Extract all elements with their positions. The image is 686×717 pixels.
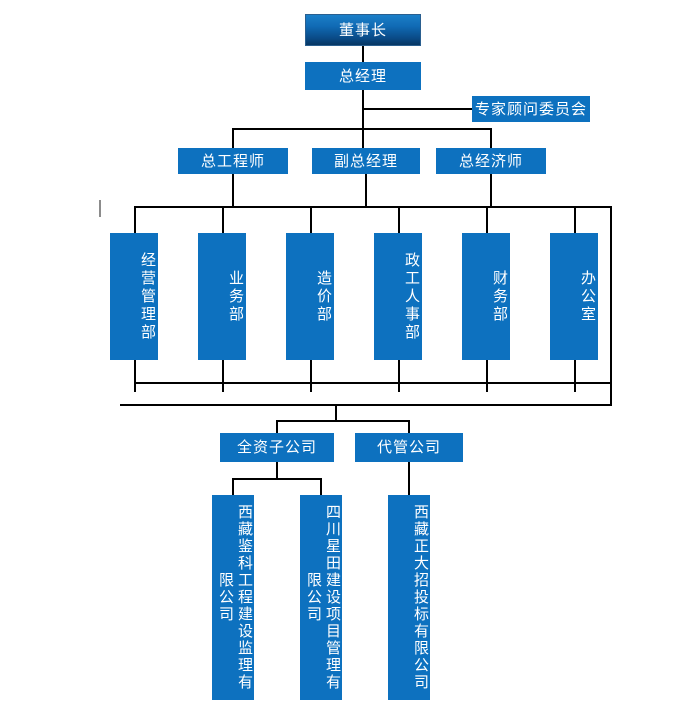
node-executive-chief-engineer[interactable]: 总工程师 <box>178 148 288 174</box>
connector-department-right-riser <box>610 206 612 382</box>
connector-subsidiary-right-riser <box>610 382 612 406</box>
node-department-business[interactable]: 业务部 <box>198 233 246 360</box>
connector-subsidiary-drop-left <box>276 420 278 433</box>
connector-subsidiary-drop-right <box>408 420 410 433</box>
connector-dept-drop-3 <box>310 206 312 233</box>
node-executive-chief-economist[interactable]: 总经济师 <box>436 148 546 174</box>
connector-subsidiary-split <box>276 420 410 422</box>
connector-dept-out-4 <box>398 360 400 392</box>
node-chairman[interactable]: 董事长 <box>305 14 421 46</box>
connector-dept-drop-1 <box>134 206 136 233</box>
connector-dept-out-1 <box>134 360 136 392</box>
connector-subsidiary-trunk <box>335 404 337 422</box>
connector-dept-out-5 <box>486 360 488 392</box>
connector-dept-drop-6 <box>574 206 576 233</box>
connector-subsidiary-bus <box>120 404 612 406</box>
connector-dept-out-3 <box>310 360 312 392</box>
connector-dept-drop-4 <box>398 206 400 233</box>
connector-chief-economist-stem <box>490 174 492 206</box>
connector-company-drop-1 <box>232 478 234 495</box>
connector-dept-drop-2 <box>222 206 224 233</box>
connector-wholly-owned-stem <box>276 462 278 480</box>
connector-exec-drop-1 <box>232 128 234 148</box>
connector-chairman-to-gm <box>362 46 364 62</box>
node-general-manager[interactable]: 总经理 <box>305 62 421 90</box>
connector-gm-to-advisory <box>362 108 473 110</box>
node-department-cost[interactable]: 造价部 <box>286 233 334 360</box>
connector-exec-drop-3 <box>490 128 492 148</box>
connector-department-bus-bottom <box>134 382 612 384</box>
connector-dept-out-2 <box>222 360 224 392</box>
connector-department-bus-top <box>134 206 612 208</box>
node-company-xizang-zhengda[interactable]: 西藏正大招投标有限公司 <box>388 495 430 700</box>
connector-deputy-gm-stem <box>365 174 367 206</box>
connector-dept-out-6 <box>574 360 576 392</box>
node-department-finance[interactable]: 财务部 <box>462 233 510 360</box>
connector-company-drop-2 <box>320 478 322 495</box>
stray-tick-mark <box>99 200 101 217</box>
connector-wholly-owned-split <box>232 478 322 480</box>
node-executive-deputy-gm[interactable]: 副总经理 <box>312 148 420 174</box>
connector-managed-company-stem <box>408 462 410 495</box>
connector-dept-drop-5 <box>486 206 488 233</box>
node-wholly-owned-subsidiary[interactable]: 全资子公司 <box>220 433 334 462</box>
connector-exec-bus <box>232 128 492 130</box>
node-company-sichuan-xingtian[interactable]: 四川星田建设项目管理有限公司 <box>300 495 342 700</box>
node-advisory-committee[interactable]: 专家顾问委员会 <box>472 96 590 122</box>
node-company-xizang-jianke[interactable]: 西藏鉴科工程建设监理有限公司 <box>212 495 254 700</box>
connector-gm-stem <box>362 90 364 148</box>
connector-chief-engineer-stem <box>232 174 234 206</box>
node-department-operations-management[interactable]: 经营管理部 <box>110 233 158 360</box>
node-managed-company[interactable]: 代管公司 <box>355 433 463 462</box>
node-department-political-hr[interactable]: 政工人事部 <box>374 233 422 360</box>
node-department-office[interactable]: 办公室 <box>550 233 598 360</box>
